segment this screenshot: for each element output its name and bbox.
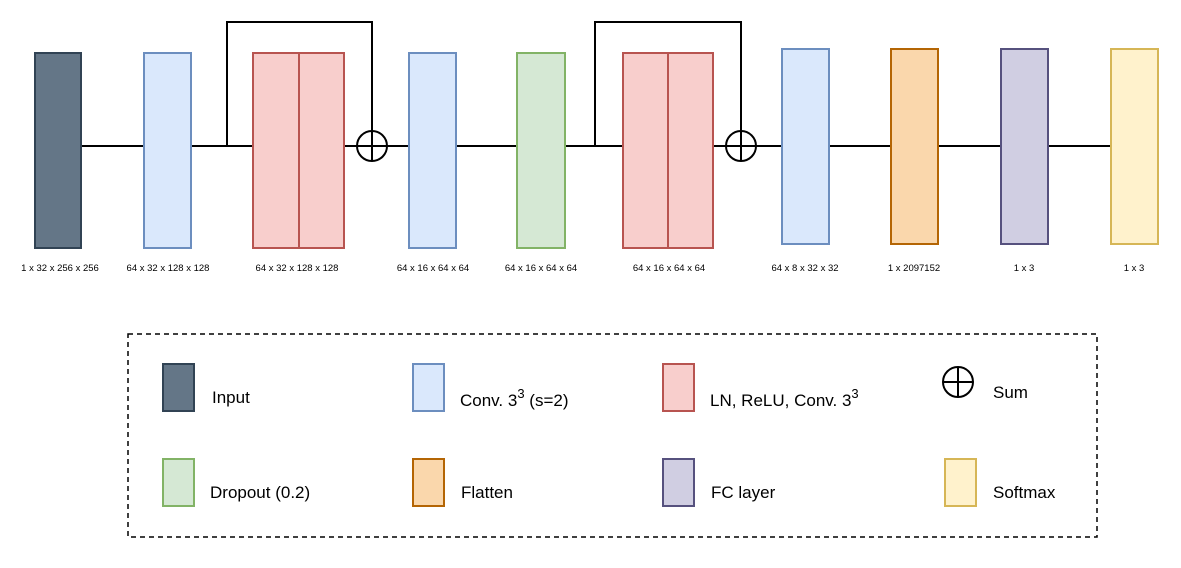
sum-node-2 <box>725 130 757 162</box>
dim-label-softmax: 1 x 3 <box>1124 263 1145 274</box>
block-res1 <box>252 52 345 249</box>
legend-swatch-flatten <box>412 458 445 507</box>
legend-label-fc: FC layer <box>711 483 776 502</box>
legend-label-softmax: Softmax <box>993 483 1056 502</box>
legend: Input Conv. 33 (s=2) LN, ReLU, Conv. 33 … <box>127 333 1098 538</box>
legend-label-dropout: Dropout (0.2) <box>210 483 310 502</box>
dim-label-conv1: 64 x 32 x 128 x 128 <box>127 263 210 274</box>
dim-label-res1: 64 x 32 x 128 x 128 <box>256 263 339 274</box>
legend-label-conv: Conv. 33 (s=2) <box>460 386 569 410</box>
dim-label-fc: 1 x 3 <box>1014 263 1035 274</box>
legend-label-resblock: LN, ReLU, Conv. 33 <box>710 386 859 410</box>
block-conv2 <box>408 52 457 249</box>
legend-swatch-input <box>162 363 195 412</box>
legend-border <box>127 333 1098 538</box>
block-conv3 <box>781 48 830 245</box>
block-fc <box>1000 48 1049 245</box>
skip-connection-2 <box>594 21 742 146</box>
legend-swatch-conv <box>412 363 445 412</box>
legend-sum-icon <box>942 366 974 398</box>
block-dropout <box>516 52 566 249</box>
legend-swatch-softmax <box>944 458 977 507</box>
legend-swatch-fc <box>662 458 695 507</box>
dim-label-res2: 64 x 16 x 64 x 64 <box>633 263 705 274</box>
dim-label-input: 1 x 32 x 256 x 256 <box>21 263 99 274</box>
dim-label-conv2: 64 x 16 x 64 x 64 <box>397 263 469 274</box>
legend-swatch-dropout <box>162 458 195 507</box>
connectors <box>81 21 1111 147</box>
skip-connection-1 <box>226 21 373 146</box>
legend-label-sum: Sum <box>993 383 1028 402</box>
dim-label-flatten: 1 x 2097152 <box>888 263 940 274</box>
dimension-labels: 1 x 32 x 256 x 256 64 x 32 x 128 x 128 6… <box>21 263 1144 274</box>
block-flatten <box>890 48 939 245</box>
sum-node-1 <box>356 130 388 162</box>
block-conv1 <box>143 52 192 249</box>
block-softmax <box>1110 48 1159 245</box>
block-res2 <box>622 52 714 249</box>
dim-label-dropout: 64 x 16 x 64 x 64 <box>505 263 577 274</box>
legend-label-flatten: Flatten <box>461 483 513 502</box>
dim-label-conv3: 64 x 8 x 32 x 32 <box>771 263 838 274</box>
legend-swatch-resblock <box>662 363 695 412</box>
layer-blocks <box>34 48 1159 249</box>
legend-label-input: Input <box>212 388 250 407</box>
block-input <box>34 52 82 249</box>
sum-nodes <box>356 130 757 162</box>
